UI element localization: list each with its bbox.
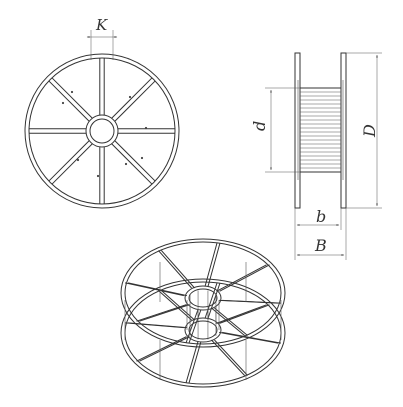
front-spoke-line xyxy=(188,341,202,384)
weld-dot xyxy=(70,90,74,94)
front-spoke-line xyxy=(219,331,279,344)
front-spoke-line xyxy=(136,336,187,362)
hub-inner xyxy=(89,118,115,144)
back-spoke-line xyxy=(214,307,248,336)
front-spoke-line xyxy=(216,304,267,324)
front-spoke-line xyxy=(219,304,270,324)
front-spokes xyxy=(125,282,282,384)
weld-dot xyxy=(96,174,100,178)
back-spoke-line xyxy=(211,307,245,336)
k-label: K xyxy=(95,16,108,34)
d-outer-dimension: D xyxy=(346,52,382,209)
weld-dot xyxy=(61,101,65,105)
back-spoke-line xyxy=(158,250,192,289)
back-spoke-line xyxy=(127,282,187,297)
weld-dot xyxy=(144,126,148,130)
spoke-line xyxy=(114,80,156,122)
weld-dot xyxy=(76,158,80,162)
spoke-line xyxy=(51,77,93,119)
back-hub-inner xyxy=(188,288,218,308)
front-spoke-line xyxy=(204,282,218,319)
back-spoke-line xyxy=(222,299,281,304)
weld-dot xyxy=(124,162,128,166)
front-hub-outer xyxy=(184,317,222,343)
front-hub-inner xyxy=(188,320,218,340)
spokes xyxy=(29,58,175,204)
back-spoke-line xyxy=(136,304,187,322)
spoke-line xyxy=(48,140,90,182)
front-spoke-line xyxy=(185,341,199,384)
front-spoke-line xyxy=(158,290,192,321)
spoke-line xyxy=(114,140,156,182)
back-hub-outer xyxy=(184,285,222,311)
B-dimension: B xyxy=(296,208,347,260)
back-rim-outer xyxy=(120,238,286,348)
spoke-line xyxy=(51,143,93,185)
front-spoke-line xyxy=(214,339,248,376)
right-flange xyxy=(340,52,347,209)
hub-outer xyxy=(85,114,119,148)
outer-rim-outer xyxy=(24,53,180,209)
left-flange xyxy=(294,52,301,209)
B-label: B xyxy=(314,236,327,255)
weld-points xyxy=(61,90,148,178)
front-view: K xyxy=(24,16,180,209)
back-rim-inner xyxy=(124,241,282,345)
barrel xyxy=(297,80,344,180)
front-spoke-line xyxy=(211,339,245,376)
isometric-view xyxy=(120,238,286,388)
front-spoke-line xyxy=(222,331,282,344)
b-label: b xyxy=(316,207,326,226)
d-inner-dimension: d xyxy=(250,87,300,173)
spoke-line xyxy=(48,80,90,122)
D-label: D xyxy=(360,124,379,138)
front-rim-outer xyxy=(120,278,286,388)
front-spoke-line xyxy=(207,282,221,319)
spoke-line xyxy=(111,77,153,119)
weld-dot xyxy=(128,95,132,99)
b-dimension: b xyxy=(294,207,342,260)
front-spoke-line xyxy=(139,336,190,362)
spoke-line xyxy=(111,143,153,185)
weld-dot xyxy=(140,156,144,160)
back-spoke-line xyxy=(161,250,195,289)
barrel-bars xyxy=(124,262,282,380)
outer-rim-inner xyxy=(28,57,176,205)
front-spoke-line xyxy=(161,290,195,321)
back-spoke-line xyxy=(188,309,202,344)
k-dimension: K xyxy=(86,16,118,60)
d-label: d xyxy=(250,121,269,131)
back-spoke-line xyxy=(139,304,190,322)
side-view: D d b B xyxy=(250,52,382,260)
back-spoke-line xyxy=(216,264,267,292)
front-spoke-line xyxy=(128,322,187,329)
back-spoke-line xyxy=(219,264,270,292)
